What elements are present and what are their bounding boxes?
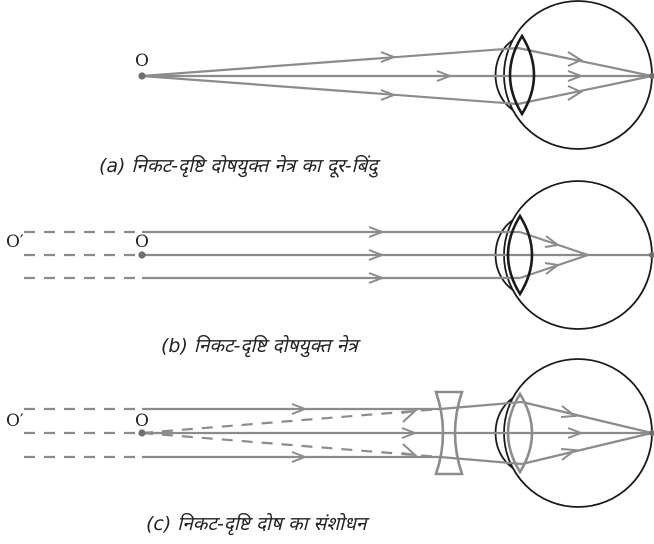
arrow-a-3 xyxy=(380,89,397,101)
ray-a-top-inside xyxy=(517,46,653,78)
rays-a xyxy=(141,46,653,106)
arrow-b-4 xyxy=(544,235,561,248)
rays-c xyxy=(24,400,653,466)
caption-a: (a) निकट-दृष्टि दोषयुक्त नेत्र का दूर-बि… xyxy=(99,154,381,178)
ray-a-bottom-inside xyxy=(517,74,653,106)
ray-c-bottom-inside xyxy=(521,431,653,466)
rays-b xyxy=(24,226,652,284)
arrow-c-1 xyxy=(291,403,308,415)
caption-b: (b) निकट-दृष्टि दोषयुक्त नेत्र xyxy=(161,334,361,358)
ray-a-bottom xyxy=(141,74,519,106)
ray-a-top xyxy=(141,46,519,78)
retina-point-c xyxy=(649,430,654,436)
eye-lens-a xyxy=(508,33,536,117)
arrow-c-4 xyxy=(401,427,418,439)
arrow-c-6 xyxy=(560,405,578,418)
concave-lens xyxy=(434,390,464,476)
panel-c: O O′ (c) निकट-दृष्टि दोष का संशोधन xyxy=(6,358,654,536)
arrow-b-1 xyxy=(368,226,385,238)
point-label-b: O xyxy=(135,232,149,252)
ray-c-bottom-after xyxy=(439,455,523,466)
ray-b-top-inside xyxy=(519,230,589,257)
point-label-c: O xyxy=(135,411,149,431)
image-label-c: O′ xyxy=(6,411,24,431)
point-label-a: O xyxy=(135,51,149,71)
arrow-a-4 xyxy=(567,51,584,67)
arrow-c-5 xyxy=(401,443,419,457)
ray-b-bottom-inside xyxy=(519,253,589,280)
arrow-c-2 xyxy=(291,451,308,463)
arrow-a-6 xyxy=(567,85,584,101)
arrow-a-2 xyxy=(436,70,453,82)
arrow-c-3 xyxy=(401,409,419,423)
diverging-extension-bottom xyxy=(141,431,441,459)
diverging-extension-top xyxy=(141,407,441,435)
arrow-c-7 xyxy=(567,427,584,439)
panel-a: O (a) निकट-दृष्टि दोषयुक्त नेत्र का दूर-… xyxy=(99,0,654,178)
object-point-c xyxy=(138,429,146,437)
eye-lens-b xyxy=(506,213,534,297)
image-label-b: O′ xyxy=(6,232,24,252)
arrow-b-3 xyxy=(368,272,385,284)
arrow-c-8 xyxy=(560,448,578,461)
arrow-a-1 xyxy=(380,51,397,63)
caption-c: (c) निकट-दृष्टि दोष का संशोधन xyxy=(146,512,370,536)
ray-c-top-inside xyxy=(521,400,653,435)
arrow-a-5 xyxy=(567,70,584,82)
ray-c-top-after xyxy=(439,400,523,411)
arrow-b-5 xyxy=(544,262,561,275)
object-point-b xyxy=(138,251,146,259)
object-point-a xyxy=(138,72,146,80)
panel-b: O O′ (b) निकट-दृष्टि दोषयुक्त नेत्र xyxy=(6,180,654,358)
eye-lens-c xyxy=(506,391,534,475)
arrow-b-2 xyxy=(368,249,385,261)
retina-point-a xyxy=(649,73,654,79)
retina-point-b xyxy=(649,252,654,258)
